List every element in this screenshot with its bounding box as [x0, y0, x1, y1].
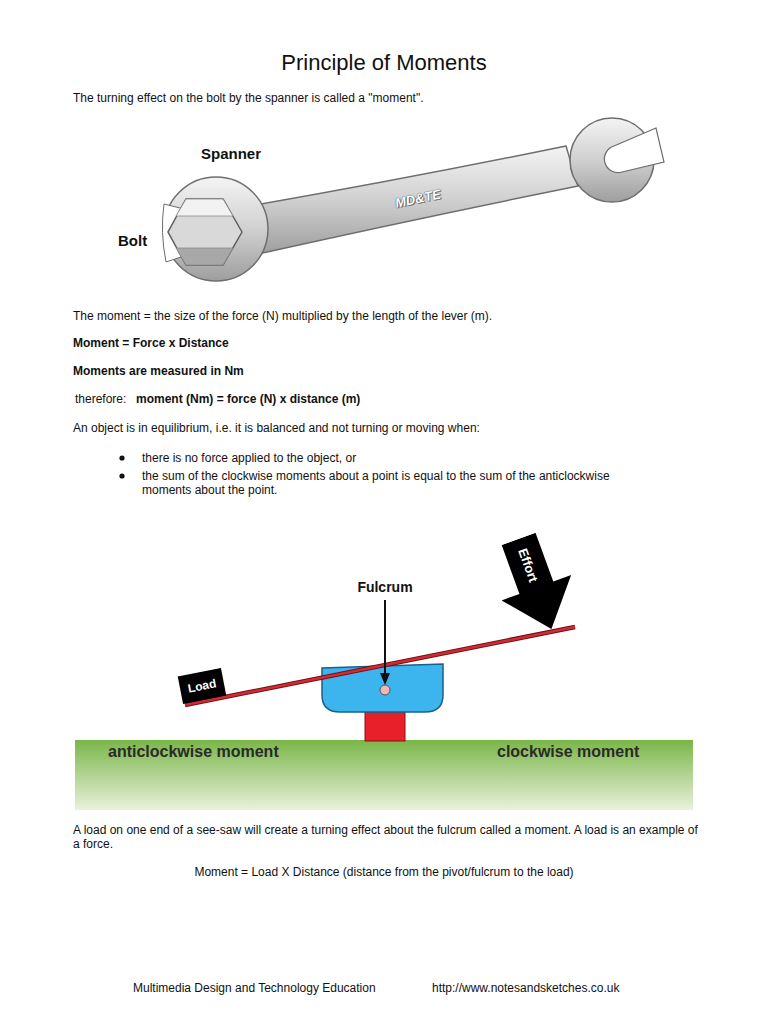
- part-label: Bolt: [118, 232, 178, 250]
- node-label: Load: [187, 676, 218, 695]
- ground-band: anticlockwise moment clockwise moment: [75, 740, 693, 810]
- moment-label: clockwise moment: [497, 742, 639, 761]
- bullet-text: there is no force applied to the object,…: [142, 451, 662, 465]
- spanner: [162, 118, 664, 281]
- pivot-block: [322, 664, 443, 712]
- footer-url: http://www.notesandsketches.co.uk: [432, 981, 672, 995]
- fulcrum-arrowhead: [380, 673, 390, 685]
- formula: Moment = Load X Distance (distance from …: [73, 865, 695, 879]
- body-text: therefore:: [75, 392, 145, 406]
- footer-text: Multimedia Design and Technology Educati…: [133, 981, 423, 995]
- formula: moment (Nm) = force (N) x distance (m): [136, 392, 536, 406]
- formula: Moments are measured in Nm: [73, 364, 473, 378]
- body-text: A load on one end of a see-saw will crea…: [73, 823, 698, 851]
- pivot-pin: [380, 685, 390, 695]
- part-label: Spanner: [201, 145, 321, 163]
- fulcrum-arrow: [384, 600, 386, 676]
- bullet: [119, 455, 124, 460]
- load-block: Load: [178, 668, 227, 704]
- bullet: [119, 473, 124, 478]
- body-text: An object is in equilibrium, i.e. it is …: [73, 421, 713, 435]
- arrow-outline: [484, 526, 586, 642]
- beam-outline: [185, 627, 575, 705]
- formula: Moment = Force x Distance: [73, 336, 473, 350]
- effort-arrow: Effort: [484, 526, 586, 642]
- moment-label: anticlockwise moment: [108, 742, 279, 761]
- arrow-shape: [484, 526, 586, 642]
- bolt-hexagon: [168, 199, 242, 265]
- part-label: Fulcrum: [325, 579, 445, 595]
- page-title: Principle of Moments: [0, 50, 768, 76]
- ground: [75, 740, 693, 810]
- body-text: The turning effect on the bolt by the sp…: [73, 91, 713, 105]
- see-saw-beam: [185, 627, 575, 705]
- bullet-text: the sum of the clockwise moments about a…: [142, 469, 662, 497]
- spanner-marking: MD&TE: [377, 183, 459, 215]
- body-text: The moment = the size of the force (N) m…: [73, 309, 713, 323]
